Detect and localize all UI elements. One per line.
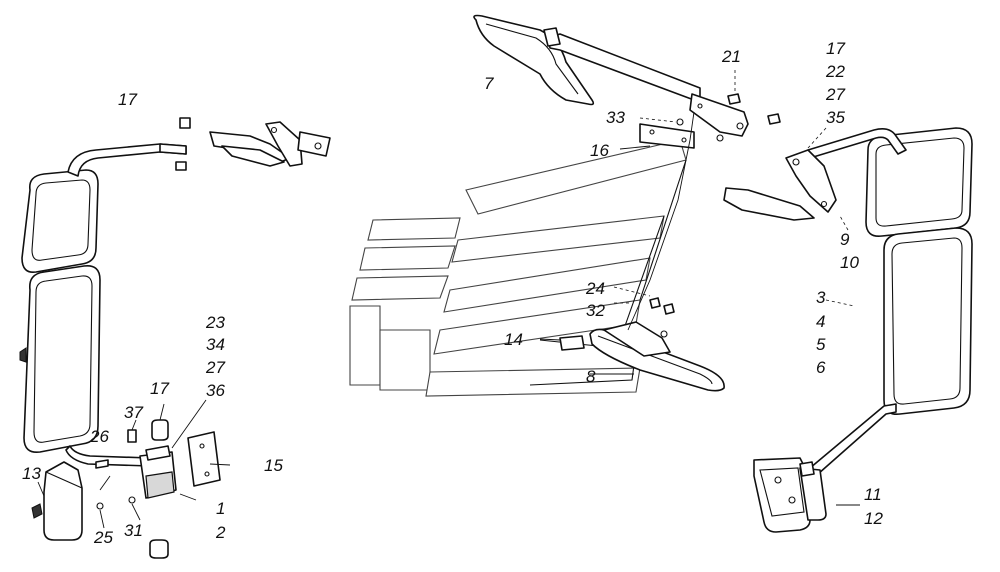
callout-37: 37 [124,403,143,422]
callout-labels: 17 7 21 17 22 27 35 33 16 9 10 24 32 14 … [22,39,883,547]
callout-7: 7 [484,74,494,93]
callout-6: 6 [816,358,826,377]
callout-17-left-bottom: 17 [150,379,169,398]
callout-4: 4 [816,312,825,331]
left-mirror-assembly [19,117,331,559]
callout-17-right-top: 17 [826,39,845,58]
right-mirror-assembly [723,127,973,533]
callout-10: 10 [840,253,859,272]
callout-23: 23 [205,313,225,332]
leader-lines [37,70,860,529]
middle-lower-mirror-assembly [559,297,725,392]
callout-8: 8 [586,367,596,386]
callout-11: 11 [864,485,882,504]
callout-2: 2 [215,523,226,542]
callout-25: 25 [93,528,113,547]
callout-21: 21 [721,47,741,66]
callout-24: 24 [585,279,605,298]
callout-27-left: 27 [205,358,225,377]
callout-12: 12 [864,509,883,528]
top-center-mirror-assembly [473,14,781,149]
callout-35: 35 [826,108,845,127]
callout-22: 22 [825,62,845,81]
callout-27-right: 27 [825,85,845,104]
callout-17-left-top: 17 [118,90,137,109]
callout-3: 3 [816,288,826,307]
callout-15: 15 [264,456,283,475]
callout-36: 36 [206,381,225,400]
background-emblem [349,139,687,397]
callout-13: 13 [22,464,41,483]
callout-32: 32 [586,301,605,320]
callout-1: 1 [216,499,225,518]
callout-14: 14 [504,330,523,349]
callout-9: 9 [840,230,850,249]
callout-34: 34 [206,335,225,354]
callout-33: 33 [606,108,625,127]
callout-5: 5 [816,335,826,354]
callout-31: 31 [124,521,143,540]
callout-16: 16 [590,141,609,160]
callout-26: 26 [89,427,109,446]
